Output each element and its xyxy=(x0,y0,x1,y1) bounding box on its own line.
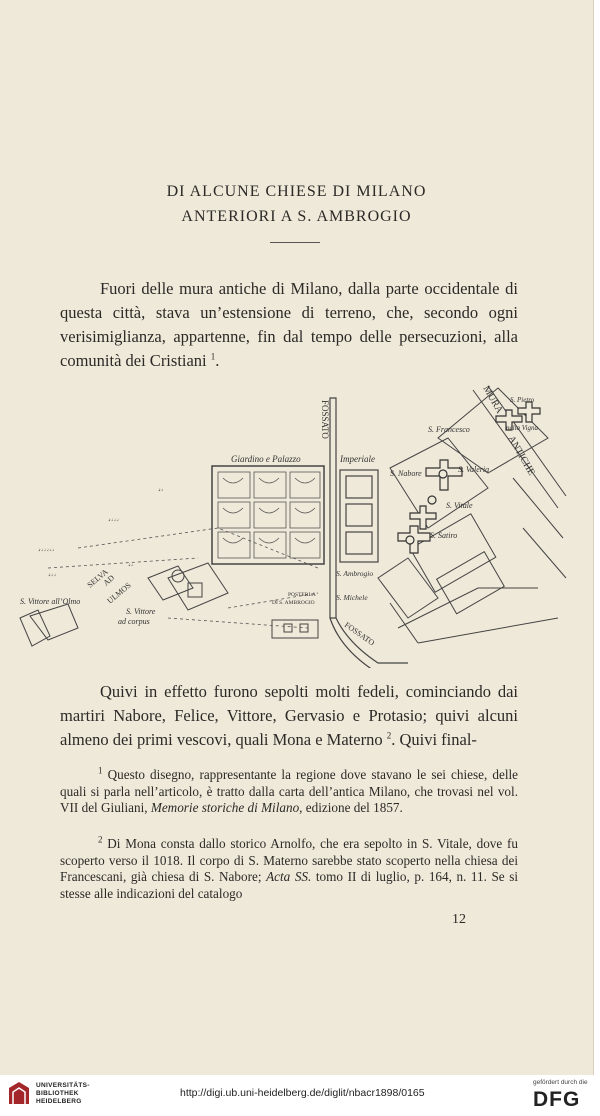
svg-text:ؗ ؗ ؗ ؗ: ؗ ؗ ؗ ؗ xyxy=(48,573,56,586)
label-s-vittore-corpus-2: ad corpus xyxy=(118,617,150,626)
garden-enclosure xyxy=(211,465,325,565)
document-url-link[interactable]: http://digi.ub.uni-heidelberg.de/diglit/… xyxy=(180,1087,425,1099)
label-posterla-1: POSTERLA xyxy=(288,592,316,598)
label-giardino: Giardino e Palazzo xyxy=(231,454,301,464)
footnote-2-text: Di Mona consta dallo storico Arnolfo, ch… xyxy=(60,836,519,885)
label-fossato-bottom: FOSSATO xyxy=(343,620,377,647)
library-logo-icon xyxy=(9,1082,29,1104)
right-district xyxy=(377,385,567,644)
label-s-michele: S. Michele xyxy=(336,593,368,602)
footnote-2-end: tomo II di luglio, p. 164, n. 11. Se si … xyxy=(60,869,519,901)
label-s-vitale: S. Vitale xyxy=(446,501,473,510)
label-s-vittore-corpus-1: S. Vittore xyxy=(126,607,156,616)
library-name: UNIVERSITÄTS- BIBLIOTHEK HEIDELBERG xyxy=(36,1082,90,1105)
imperial-palace xyxy=(339,469,379,563)
label-s-nabore: S. Nabore xyxy=(390,469,422,478)
svg-text:ؗ ؗ ؗ: ؗ ؗ ؗ xyxy=(158,488,164,501)
label-s-satiro: S. Satiro xyxy=(430,531,457,540)
footnote-ref-2[interactable]: 2 xyxy=(386,730,392,741)
svg-text:ؗ ؗ ؗ ؗ ؗ ؗ ؗ: ؗ ؗ ؗ ؗ ؗ ؗ ؗ xyxy=(38,548,55,561)
body-text: Quivi in effetto furono sepolti molti fe… xyxy=(60,682,518,749)
label-posterla-2: DI S. AMBROGIO xyxy=(272,600,315,606)
church-plans xyxy=(397,401,541,554)
label-s-valeria: S. Valeria xyxy=(458,465,489,474)
funder-label: gefördert durch die xyxy=(533,1079,588,1086)
intro-text: Fuori delle mura antiche di Milano, dall… xyxy=(60,279,518,370)
svg-text:ؗ ؗ ؗ ؗ ؗ: ؗ ؗ ؗ ؗ ؗ xyxy=(108,518,119,531)
footnote-2-italic: Acta SS. xyxy=(266,869,312,885)
page-number: 12 xyxy=(452,912,466,927)
footnote-1-number: 1 xyxy=(98,765,103,776)
label-antiche: ANTICHE xyxy=(505,434,536,478)
label-s-francesco: S. Francesco xyxy=(428,425,470,434)
label-s-pietro: S. Pietro xyxy=(510,396,535,404)
body-paragraph: Quivi in effetto furono sepolti molti fe… xyxy=(60,680,518,752)
viewer-footer: UNIVERSITÄTS- BIBLIOTHEK HEIDELBERG http… xyxy=(0,1075,600,1116)
footnote-1: 1 Questo disegno, rappresentante la regi… xyxy=(60,765,519,817)
footnote-1-italic: Memorie storiche di Milano, xyxy=(150,800,303,816)
footnote-ref-1[interactable]: 1 xyxy=(210,351,216,362)
scanned-page: DI ALCUNE CHIESE DI MILANO ANTERIORI A S… xyxy=(0,0,594,1075)
footnote-1-text: Questo disegno, rappresentante la region… xyxy=(60,767,519,816)
label-s-vittore-olmo: S. Vittore all’Olmo xyxy=(20,597,80,606)
svg-text:ؗ ؗ ؗ: ؗ ؗ ؗ xyxy=(128,563,134,576)
fossato-curve xyxy=(335,617,408,664)
label-fossato-top: FOSSATO xyxy=(320,400,330,439)
dfg-logo-icon: DFG xyxy=(533,1088,581,1111)
label-s-ambrogio: S. Ambrogio xyxy=(336,569,373,578)
label-vigna: nella Vigna xyxy=(506,424,538,432)
body-text-end: . Quivi final- xyxy=(391,730,477,749)
garden-parterres xyxy=(217,471,321,559)
intro-end: . xyxy=(215,351,220,370)
footnote-1-end: edizione del 1857. xyxy=(305,800,403,816)
lower-buildings xyxy=(19,562,319,647)
article-title-line-2: ANTERIORI A S. AMBROGIO xyxy=(181,208,412,225)
paths xyxy=(47,527,319,629)
article-title-line-1: DI ALCUNE CHIESE DI MILANO xyxy=(166,183,427,200)
title-divider xyxy=(270,242,320,243)
intro-paragraph: Fuori delle mura antiche di Milano, dall… xyxy=(60,277,518,373)
footnote-2-number: 2 xyxy=(98,834,103,845)
map-illustration: ؗ ؗ ؗ ؗ ؗ ؗ ؗ ؗ ؗ ؗ ؗ ؗ ؗ ؗ ؗ ؗ ؗ ؗ ؗ ؗ … xyxy=(19,384,567,668)
footnote-2: 2 Di Mona consta dallo storico Arnolfo, … xyxy=(60,834,519,902)
fossato-curve-inner xyxy=(329,617,372,668)
label-imperiale: Imperiale xyxy=(339,454,375,464)
selva-trees: ؗ ؗ ؗ ؗ ؗ ؗ ؗ ؗ ؗ ؗ ؗ ؗ ؗ ؗ ؗ ؗ ؗ ؗ ؗ ؗ … xyxy=(38,488,164,586)
